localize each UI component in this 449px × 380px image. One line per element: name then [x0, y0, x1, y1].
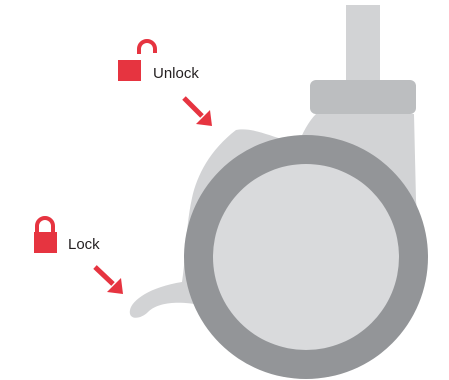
caster-stem [346, 5, 380, 85]
lock-arrow-icon [93, 265, 123, 294]
locked-padlock-icon [34, 216, 57, 253]
unlocked-padlock-icon [118, 39, 157, 81]
unlock-arrow-icon [182, 96, 212, 126]
wheel-hub [213, 164, 399, 350]
caster-collar [310, 80, 416, 114]
lock-label: Lock [68, 236, 100, 253]
unlock-label: Unlock [153, 65, 199, 82]
